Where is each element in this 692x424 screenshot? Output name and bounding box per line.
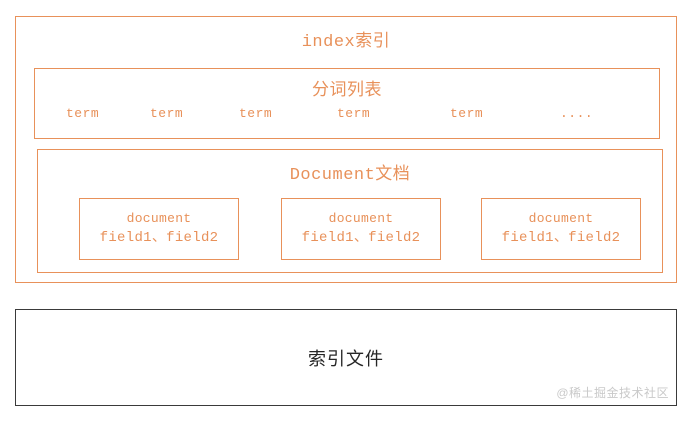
index-container: index索引 分词列表 term term term term term ..… (15, 16, 677, 283)
document-label: document (126, 210, 192, 226)
term-list-title: 分词列表 (312, 82, 382, 101)
document-row: document field1、field2 document field1、f… (38, 198, 662, 260)
watermark: @稀土掘金技术社区 (556, 386, 669, 400)
term-list-container: 分词列表 term term term term term .... (34, 68, 660, 139)
term-row: term term term term term .... (35, 106, 659, 130)
term-item: term (239, 106, 273, 121)
document-fields: field1、field2 (501, 230, 621, 247)
document-fields: field1、field2 (301, 230, 421, 247)
term-item: term (66, 106, 100, 121)
document-group-container: Document文档 document field1、field2 docume… (37, 149, 663, 273)
document-group-title: Document文档 (289, 166, 411, 185)
document-label: document (328, 210, 394, 226)
document-fields: field1、field2 (99, 230, 219, 247)
document-label: document (528, 210, 594, 226)
term-item: term (150, 106, 184, 121)
index-title: index索引 (301, 33, 391, 52)
document-box: document field1、field2 (481, 198, 641, 260)
index-file-container: 索引文件 @稀土掘金技术社区 (15, 309, 677, 406)
term-item: term (450, 106, 484, 121)
term-ellipsis: .... (560, 106, 594, 121)
document-box: document field1、field2 (281, 198, 441, 260)
term-item: term (337, 106, 371, 121)
document-box: document field1、field2 (79, 198, 239, 260)
index-file-title: 索引文件 (308, 348, 384, 369)
